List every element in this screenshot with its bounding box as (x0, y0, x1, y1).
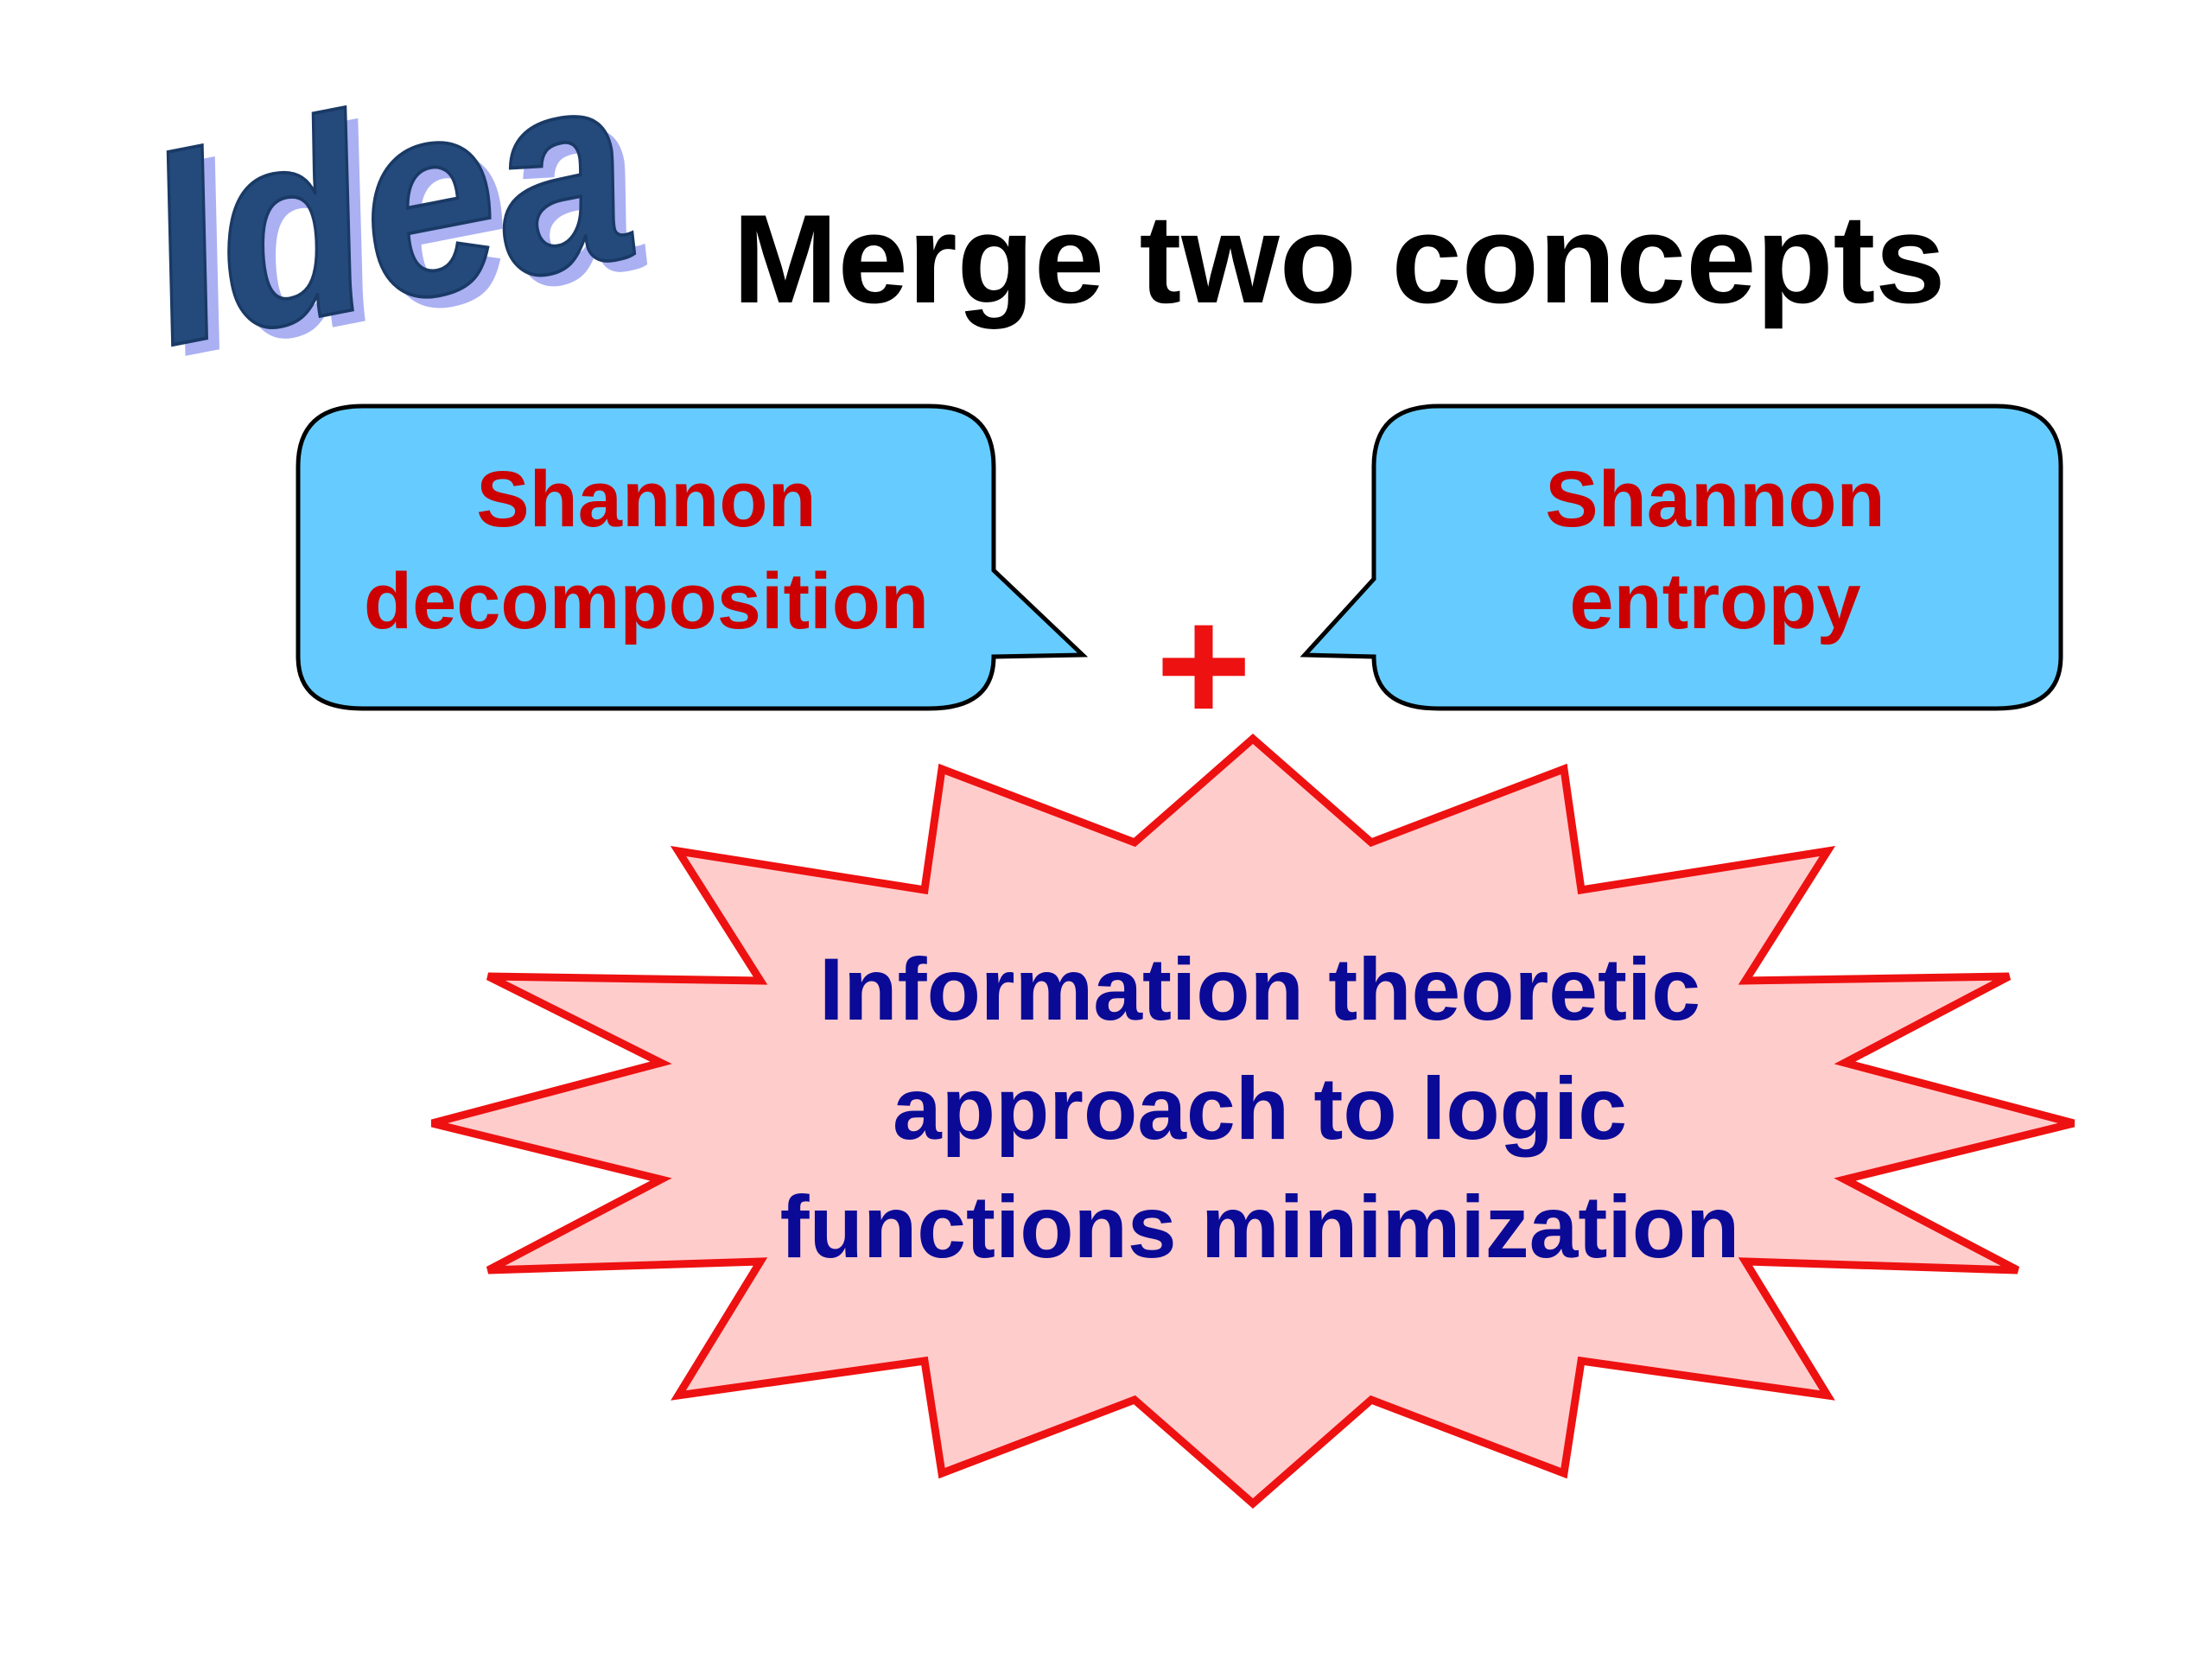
idea-logo: Idea Idea (119, 6, 667, 414)
right-callout: Shannon entropy (1300, 404, 2063, 711)
right-callout-bubble (1300, 404, 2063, 711)
burst-line1: Information theoretic (819, 940, 1700, 1039)
right-callout-line1: Shannon (1545, 455, 1885, 543)
right-callout-line2: entropy (1569, 557, 1860, 645)
left-callout-line2: decomposition (364, 557, 929, 645)
burst-line2: approach to logic (893, 1059, 1627, 1158)
burst-shape (430, 734, 2075, 1509)
plus-icon: + (1156, 574, 1252, 757)
result-burst: Information theoretic approach to logic … (430, 734, 2075, 1509)
left-callout: Shannon decomposition (296, 404, 1089, 711)
left-callout-bubble (296, 404, 1089, 711)
burst-line3: functions minimization (780, 1178, 1740, 1276)
left-callout-line1: Shannon (476, 455, 817, 543)
idea-logo-text: Idea (121, 8, 655, 404)
slide-title: Merge two concepts (733, 188, 1945, 329)
